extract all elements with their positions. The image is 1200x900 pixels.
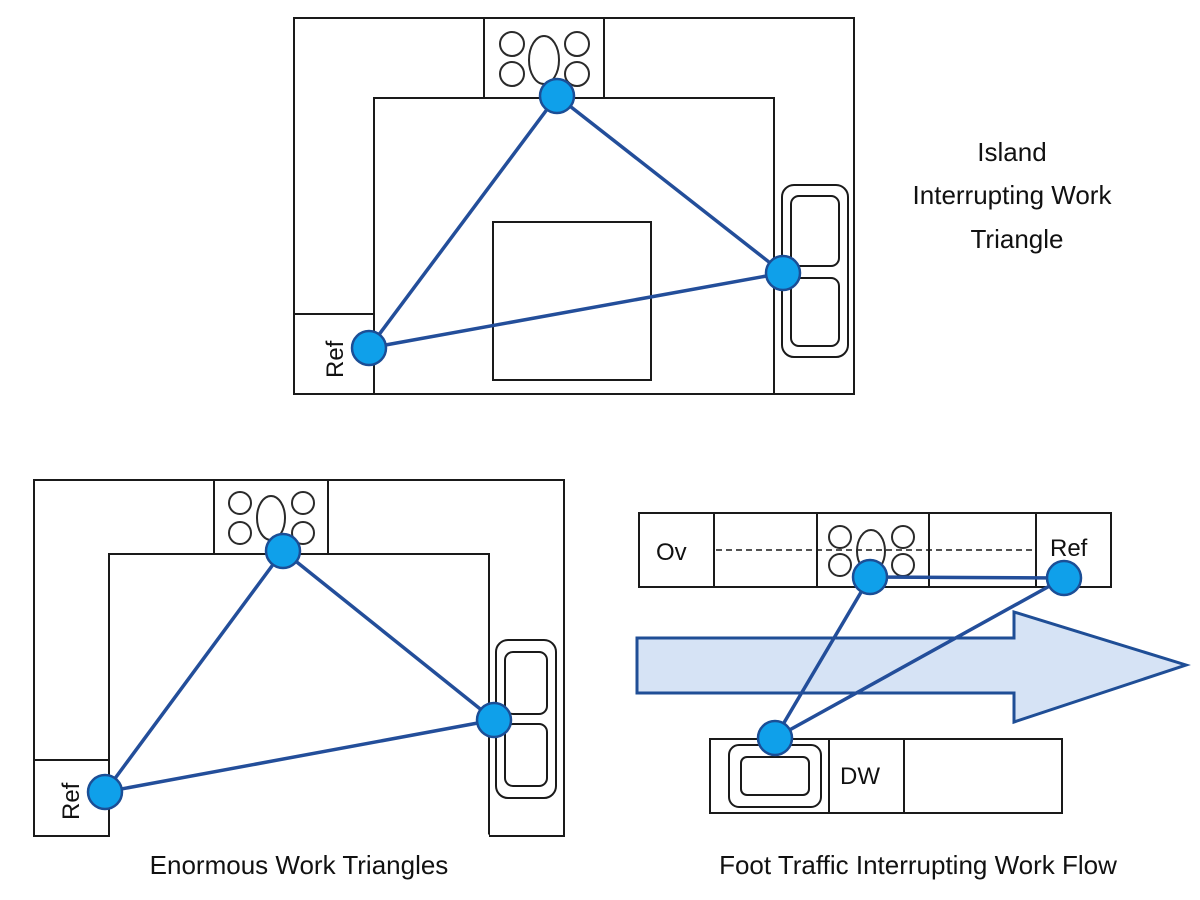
burner-icon xyxy=(499,61,525,87)
fridge-node xyxy=(350,329,388,367)
sink-node xyxy=(764,254,802,292)
triangle-edge xyxy=(869,575,1065,580)
island-caption-line-3: Triangle xyxy=(971,224,1064,254)
island-caption-line-2: Interrupting Work xyxy=(913,180,1113,210)
island-caption-line-1: Island xyxy=(977,137,1046,167)
island-sink-basin xyxy=(790,277,840,347)
foot-traffic-diagram: Ov Ref DW Foot Traffic Interrupting Work… xyxy=(635,512,1191,880)
island-fridge-label: Ref xyxy=(322,340,349,378)
sink-node xyxy=(756,719,794,757)
triangle-edge xyxy=(281,549,496,722)
burner-icon xyxy=(228,521,252,545)
enormous-sink-basin xyxy=(504,723,548,787)
foot-traffic-caption: Foot Traffic Interrupting Work Flow xyxy=(719,850,1117,880)
burner-icon xyxy=(828,553,852,577)
sink-node xyxy=(475,701,513,739)
burner-icon xyxy=(891,525,915,549)
foot-traffic-arrow xyxy=(635,609,1191,725)
dishwasher-label: DW xyxy=(840,763,880,790)
galley-work-triangle xyxy=(756,558,1083,757)
island-diagram: Ref Island Interrupting Work Triangle xyxy=(293,17,1113,395)
enormous-sink-basin xyxy=(504,651,548,715)
enormous-work-triangle xyxy=(86,532,513,811)
burner-icon xyxy=(291,491,315,515)
stove-node xyxy=(851,558,889,596)
fridge-label: Ref xyxy=(1050,535,1088,562)
fridge-node xyxy=(1045,559,1083,597)
island-work-triangle xyxy=(350,77,802,367)
enormous-fridge-label: Ref xyxy=(58,782,85,820)
triangle-edge xyxy=(367,94,559,350)
triangle-edge xyxy=(774,576,1065,740)
enormous-caption: Enormous Work Triangles xyxy=(150,850,449,880)
stove-node xyxy=(264,532,302,570)
burner-icon xyxy=(564,61,590,87)
galley-sink-basin xyxy=(740,756,810,796)
stove-node xyxy=(538,77,576,115)
triangle-edge xyxy=(104,718,495,794)
burner-icon xyxy=(228,491,252,515)
triangle-edge xyxy=(555,94,785,275)
burner-icon xyxy=(828,525,852,549)
burner-icon xyxy=(291,521,315,545)
fridge-node xyxy=(86,773,124,811)
island-sink xyxy=(781,184,849,358)
triangle-edge xyxy=(368,271,784,350)
burner-icon xyxy=(499,31,525,57)
triangle-edge xyxy=(103,549,285,794)
enormous-diagram: Ref Enormous Work Triangles xyxy=(33,479,565,880)
triangle-edge xyxy=(773,576,872,739)
island-sink-basin xyxy=(790,195,840,267)
enormous-inner-floor xyxy=(108,553,490,837)
burner-icon xyxy=(564,31,590,57)
oven-label: Ov xyxy=(656,539,687,566)
